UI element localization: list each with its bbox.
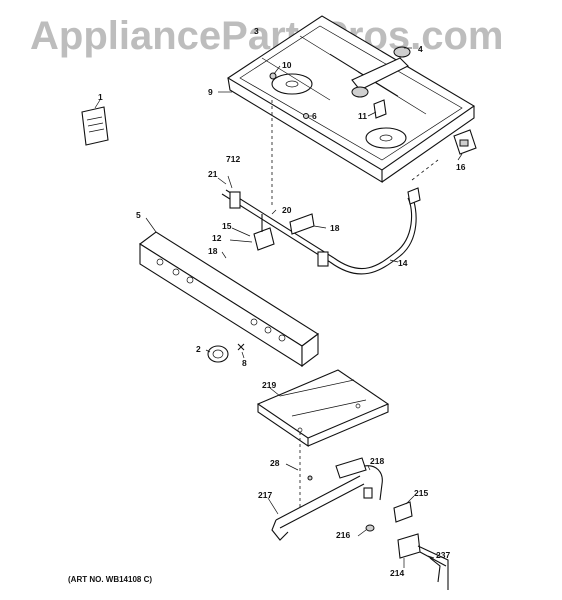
part-burner-box (226, 15, 476, 183)
callout-20: 20 (282, 205, 292, 215)
callout-5: 5 (136, 210, 141, 220)
watermark-text: AppliancePartsPros.com (30, 14, 504, 58)
callout-4: 4 (418, 44, 423, 54)
callout-labels: 1 3 4 10 9 6 11 16 712 21 5 20 18 15 12 … (98, 26, 466, 578)
callout-218: 218 (370, 456, 384, 466)
callout-18-lower: 18 (208, 246, 218, 256)
part-broiler-burner (271, 457, 383, 541)
callout-11: 11 (358, 111, 367, 121)
callout-21: 21 (208, 169, 218, 179)
part-manual-booklet (81, 99, 109, 146)
callout-217: 217 (258, 490, 272, 500)
callout-215: 215 (414, 488, 428, 498)
callout-237: 237 (436, 550, 450, 560)
callout-28: 28 (270, 458, 280, 468)
part-control-panel (139, 231, 319, 368)
callout-12: 12 (212, 233, 222, 243)
callout-9: 9 (208, 87, 213, 97)
callout-1: 1 (98, 92, 103, 102)
callout-216: 216 (336, 530, 350, 540)
callout-3: 3 (254, 26, 259, 36)
part-valve-assembly (365, 501, 449, 590)
part-switch (453, 129, 477, 155)
callout-10: 10 (282, 60, 292, 70)
callout-14: 14 (398, 258, 408, 268)
part-heat-shield (256, 369, 390, 448)
callout-712: 712 (226, 154, 240, 164)
callout-18-upper: 18 (330, 223, 340, 233)
part-knob (207, 343, 245, 363)
callout-219: 219 (262, 380, 276, 390)
guide-lines (271, 100, 439, 510)
callout-6: 6 (312, 111, 317, 121)
leader-lines (145, 47, 463, 568)
callout-16: 16 (456, 162, 466, 172)
art-number: (ART NO. WB14108 C) (68, 575, 153, 584)
part-manifold (221, 187, 421, 275)
callout-214: 214 (390, 568, 404, 578)
callout-15: 15 (222, 221, 232, 231)
callout-2: 2 (196, 344, 201, 354)
callout-8: 8 (242, 358, 247, 368)
